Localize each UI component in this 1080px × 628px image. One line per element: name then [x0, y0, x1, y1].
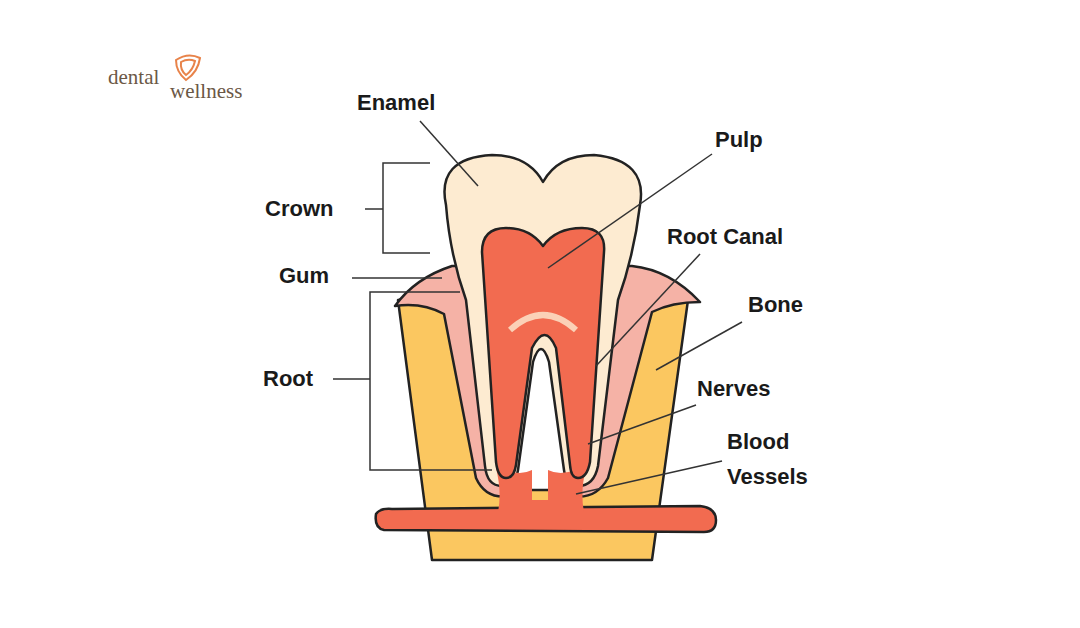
crown-bracket — [365, 163, 430, 253]
enamel-leader — [420, 121, 478, 186]
nerves-leader — [588, 405, 696, 444]
part-label: Enamel — [357, 90, 435, 116]
part-label: Root Canal — [667, 224, 783, 250]
leader-lines — [333, 121, 742, 494]
pulp-leader — [548, 154, 712, 268]
part-label: Pulp — [715, 127, 763, 153]
logo-word: wellness — [170, 80, 242, 102]
vessels-leader — [576, 461, 722, 494]
logo-word: dental — [108, 66, 159, 88]
pulp — [482, 228, 604, 478]
gum-leader — [352, 277, 442, 279]
part-label: Crown — [265, 196, 333, 222]
part-label: Blood Vessels — [727, 424, 839, 494]
part-label: Nerves — [697, 376, 770, 402]
part-label: Bone — [748, 292, 803, 318]
tooth — [444, 155, 641, 486]
pulp-floor — [510, 315, 576, 330]
root-canal-leader — [596, 254, 700, 366]
part-label: Gum — [279, 263, 329, 289]
logo-mark — [176, 55, 200, 80]
bone-leader — [656, 322, 742, 370]
part-label: Root — [263, 366, 313, 392]
root-bracket — [333, 292, 492, 470]
